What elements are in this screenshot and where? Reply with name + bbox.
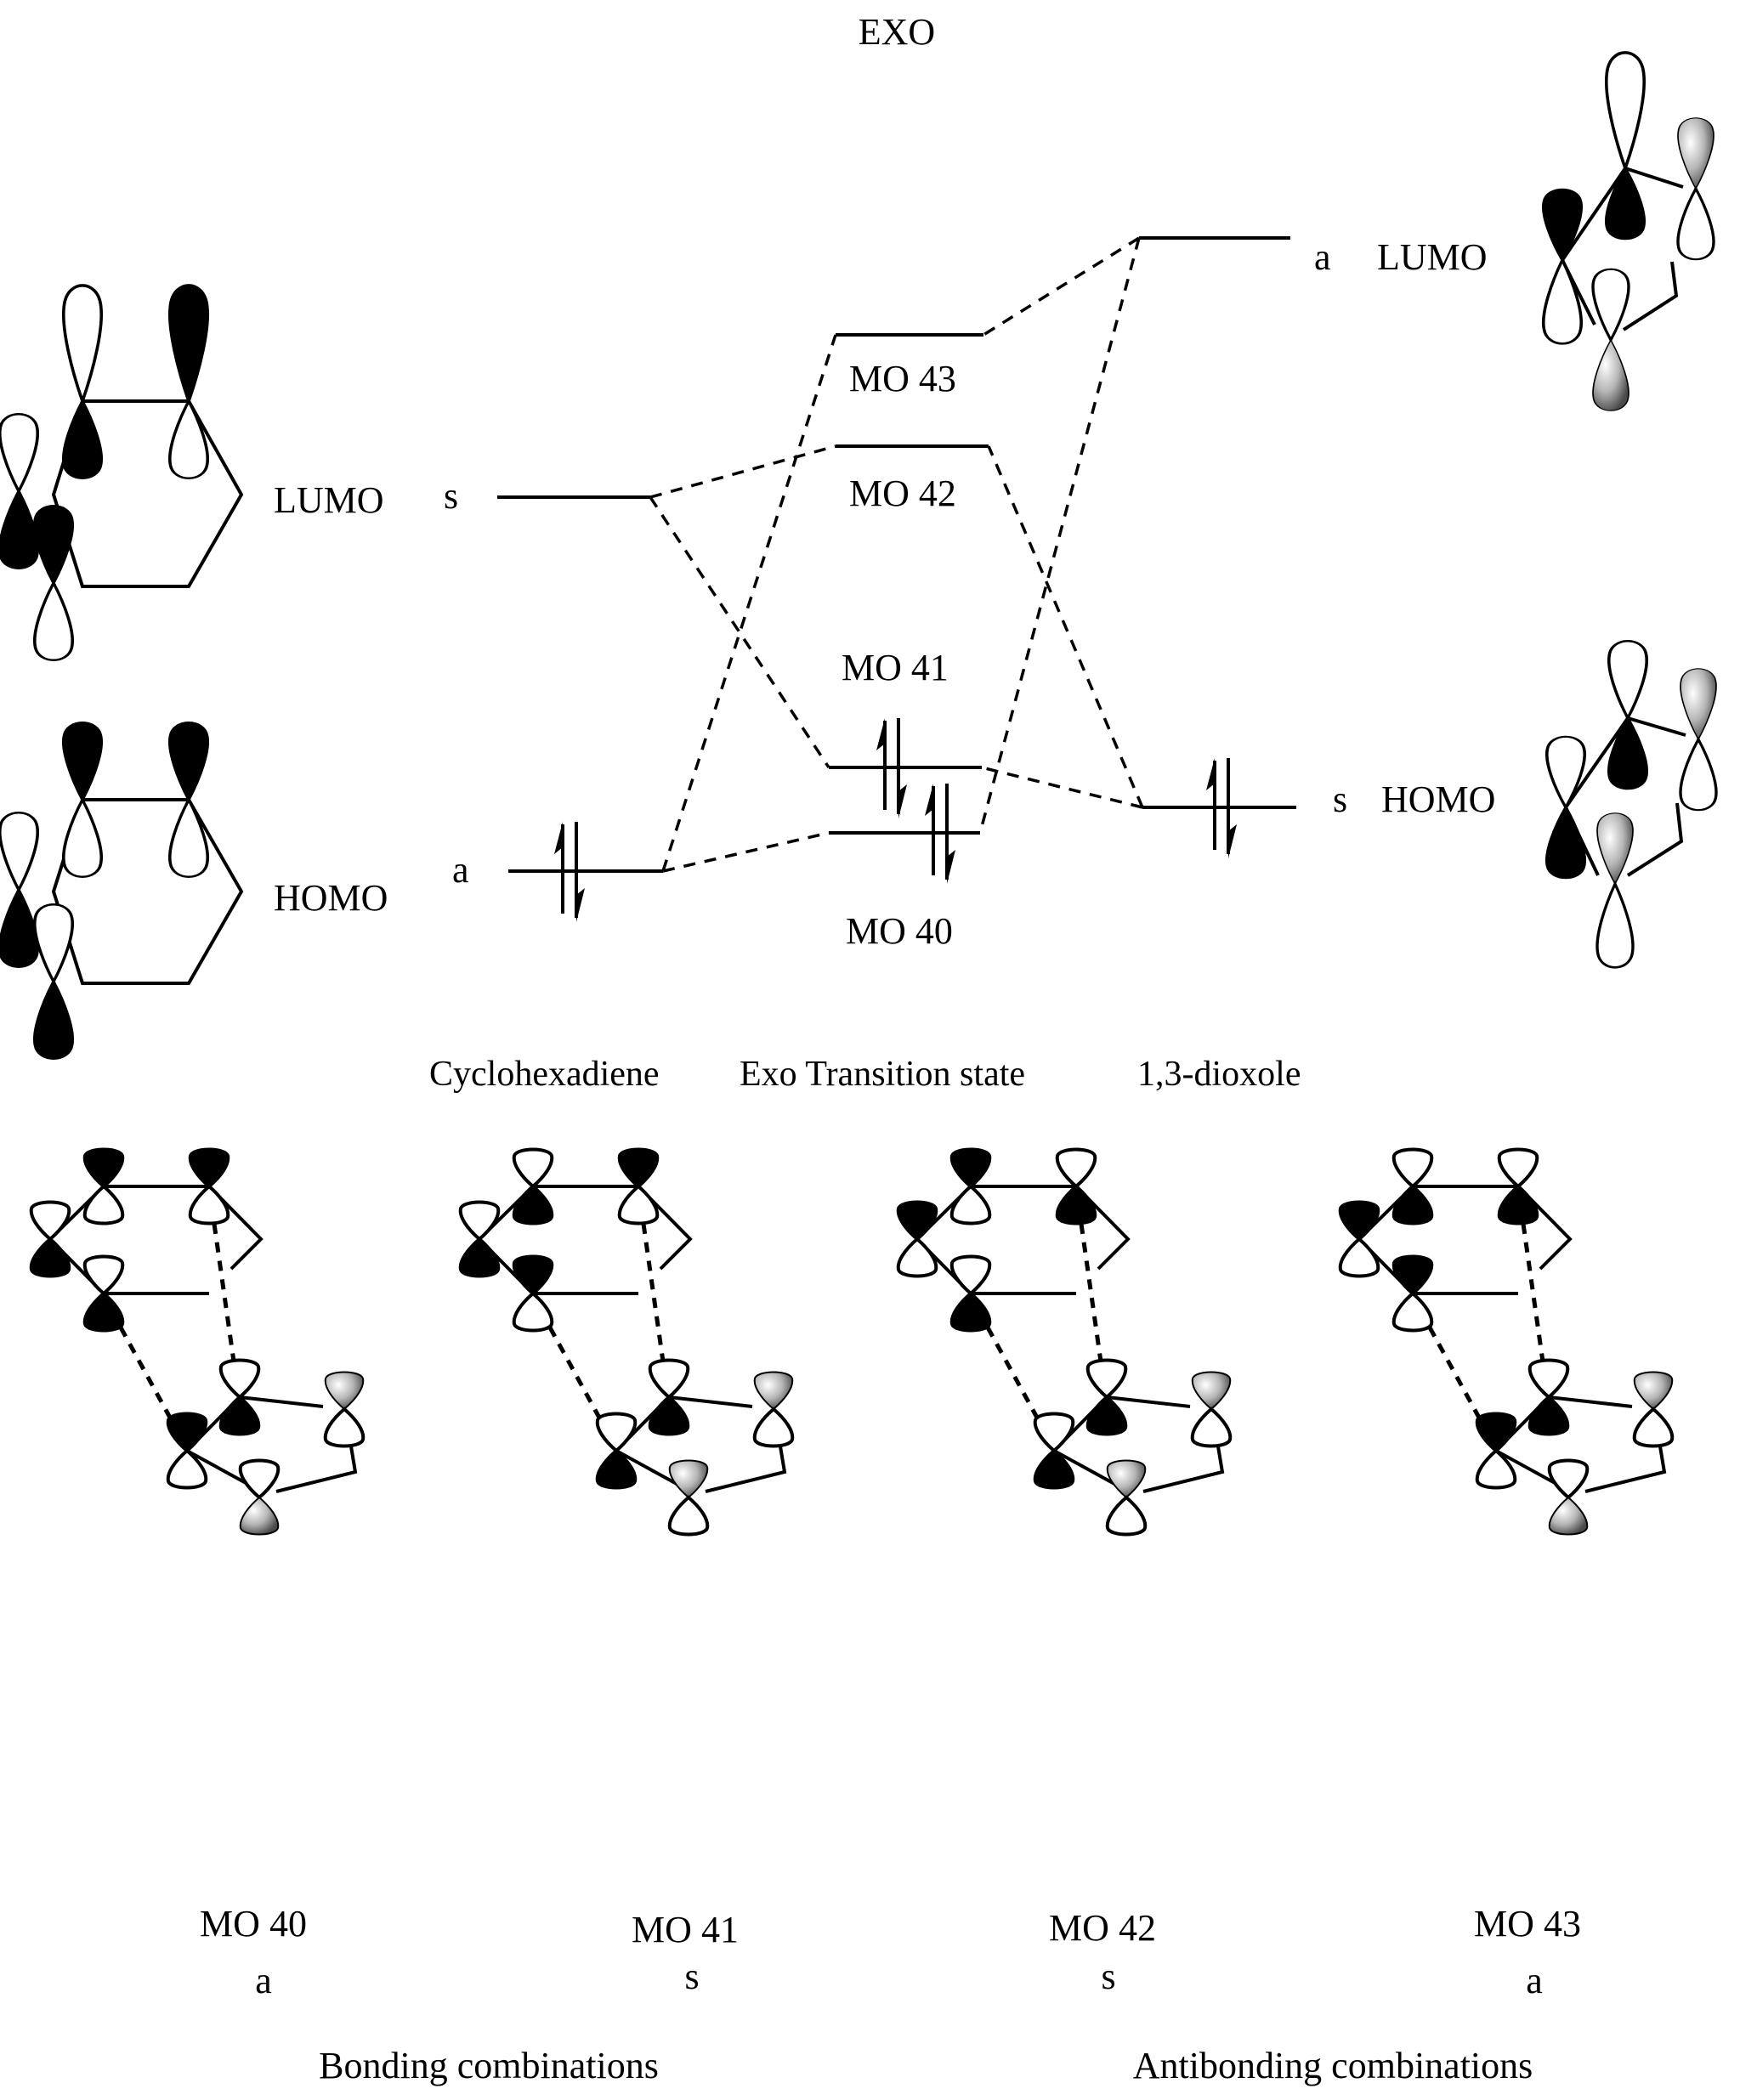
mo42-label: MO 42	[849, 473, 956, 514]
p-orbital-lobe-icon	[1544, 639, 1718, 970]
combination-mo-label: MO 40	[200, 1903, 307, 1944]
dioxole-name: 1,3-dioxole	[1137, 1055, 1301, 1094]
dioxole-homo-symmetry: s	[1333, 778, 1347, 820]
dioxole-lumo-label: LUMO	[1377, 236, 1488, 278]
p-orbital-lobe-icon	[896, 1200, 938, 1278]
ring-bonds	[1052, 1395, 1225, 1493]
combination-mo-label: MO 42	[1049, 1907, 1156, 1949]
p-orbital-lobe-icon	[752, 1371, 795, 1448]
dioxole-homo-structure	[1544, 639, 1718, 970]
diagram-title: EXO	[859, 11, 935, 53]
ring-bonds	[615, 1395, 787, 1493]
correlation-line	[987, 445, 1144, 808]
partial-bond-line	[118, 1326, 173, 1419]
combination-structure	[896, 1147, 1233, 1537]
combination-panels	[29, 1147, 1675, 1537]
partial-bond-line	[1521, 1223, 1545, 1362]
partial-bond-line	[1079, 1223, 1103, 1362]
mo43-label: MO 43	[849, 358, 956, 399]
partial-bond-line	[212, 1223, 236, 1362]
p-orbital-lobe-icon	[0, 284, 210, 662]
ring-bonds	[185, 1395, 358, 1493]
p-orbital-lobe-icon	[458, 1200, 501, 1278]
combination-symmetry-label: a	[1526, 1960, 1543, 2001]
cyclohexadiene-homo-label: HOMO	[274, 877, 388, 919]
p-orbital-lobe-icon	[1190, 1371, 1233, 1448]
combination-structure	[29, 1147, 366, 1536]
correlation-line	[661, 334, 837, 872]
ring-bonds	[915, 1185, 1131, 1295]
p-orbital-lobe-icon	[323, 1371, 366, 1448]
partial-bond-line	[1427, 1326, 1482, 1419]
dioxole-homo-label: HOMO	[1381, 778, 1495, 820]
p-orbital-lobe-icon	[1338, 1200, 1380, 1278]
partial-bond-line	[985, 1326, 1040, 1419]
transition-state-name: Exo Transition state	[740, 1055, 1025, 1094]
cyclohexadiene-name: Cyclohexadiene	[429, 1055, 660, 1094]
ring-bonds	[1494, 1395, 1667, 1493]
cyclohexadiene-lumo-symmetry: s	[444, 475, 458, 517]
partial-bond-line	[641, 1223, 666, 1362]
correlation-line	[983, 236, 1140, 337]
cyclohexadiene-lumo-structure	[0, 284, 244, 662]
ring-bonds	[1357, 1185, 1573, 1295]
dioxole-lumo-symmetry: a	[1314, 236, 1331, 278]
correlation-line	[978, 237, 1141, 834]
cyclohexadiene-lumo-label: LUMO	[274, 479, 384, 521]
combination-structure	[458, 1147, 795, 1537]
cyclohexadiene-homo-symmetry: a	[452, 849, 469, 891]
electron-pair-arrows-icon	[1206, 758, 1237, 858]
p-orbital-lobe-icon	[1105, 1459, 1148, 1537]
combination-mo-label: MO 41	[632, 1909, 739, 1950]
ring-bonds	[48, 1185, 264, 1295]
dioxole-lumo-structure	[1541, 51, 1715, 412]
p-orbital-lobe-icon	[0, 721, 210, 1061]
electron-pair-arrows-icon	[554, 822, 585, 922]
electron-pair-arrows-icon	[876, 718, 907, 818]
cyclohexadiene-homo-structure	[0, 721, 244, 1061]
p-orbital-lobe-icon	[238, 1458, 281, 1536]
combination-symmetry-label: s	[684, 1956, 699, 1997]
bonding-combinations-label: Bonding combinations	[319, 2045, 659, 2086]
combination-mo-label: MO 43	[1474, 1903, 1581, 1944]
partial-bond-line	[547, 1326, 602, 1419]
correlation-line	[662, 831, 830, 873]
correlation-line	[649, 496, 830, 768]
mo41-label: MO 41	[842, 647, 949, 688]
correlation-line	[649, 444, 836, 499]
p-orbital-lobe-icon	[1541, 51, 1715, 412]
p-orbital-lobe-icon	[595, 1412, 638, 1490]
combination-symmetry-label: a	[255, 1960, 272, 2001]
p-orbital-lobe-icon	[1547, 1458, 1590, 1536]
p-orbital-lobe-icon	[1475, 1412, 1517, 1490]
combination-structure	[1338, 1147, 1675, 1536]
correlation-line	[981, 766, 1143, 809]
ring-bonds	[477, 1185, 693, 1295]
correlation-lines	[649, 236, 1144, 873]
p-orbital-lobe-icon	[667, 1459, 710, 1537]
p-orbital-lobe-icon	[1033, 1412, 1075, 1490]
p-orbital-lobe-icon	[1632, 1371, 1675, 1448]
p-orbital-lobe-icon	[166, 1412, 208, 1490]
mo40-label: MO 40	[846, 910, 953, 952]
antibonding-combinations-label: Antibonding combinations	[1133, 2045, 1533, 2086]
p-orbital-lobe-icon	[29, 1200, 71, 1278]
combination-symmetry-label: s	[1101, 1956, 1115, 1997]
electron-pair-arrows-icon	[925, 784, 955, 884]
